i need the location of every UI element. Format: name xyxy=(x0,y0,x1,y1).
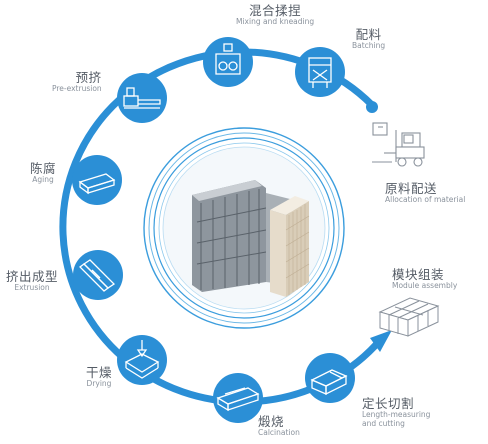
label-cutting-en: Length-measuring xyxy=(362,410,431,420)
label-allocation-en: Allocation of material xyxy=(385,195,466,205)
label-drying: 干燥 Drying xyxy=(86,366,112,389)
label-calcination-en: Calcination xyxy=(258,428,300,438)
batching-bin-icon xyxy=(308,57,332,88)
label-batching-en: Batching xyxy=(352,41,386,51)
label-aging: 陈腐 Aging xyxy=(30,162,56,185)
label-cutting-en2: and cutting xyxy=(362,419,405,428)
step-calcination xyxy=(213,373,263,423)
label-extrusion-en: Extrusion xyxy=(14,283,50,293)
step-extrusion xyxy=(73,250,123,300)
label-batching-cn: 配料 xyxy=(355,28,382,42)
label-extrusion: 挤出成型 Extrusion xyxy=(6,270,58,293)
label-calcination: 煅烧 Calcination xyxy=(258,415,300,438)
ring-arrowhead xyxy=(370,330,392,352)
label-aging-cn: 陈腐 xyxy=(30,162,57,176)
extrusion-icon xyxy=(79,259,116,292)
label-module-assembly-cn: 模块组装 xyxy=(392,268,445,282)
label-pre-extrusion-cn: 预挤 xyxy=(75,71,102,85)
step-batching xyxy=(295,47,345,97)
label-allocation-cn: 原料配送 xyxy=(385,182,438,196)
label-drying-en: Drying xyxy=(86,379,112,389)
dryer-icon xyxy=(124,340,160,379)
label-cutting: 定长切割 Length-measuring and cutting xyxy=(362,397,430,429)
label-drying-cn: 干燥 xyxy=(86,366,113,380)
label-mixing: 混合揉捏 Mixing and kneading xyxy=(236,4,314,27)
aging-icon xyxy=(78,173,116,195)
forklift-icon xyxy=(372,122,425,167)
mixer-icon xyxy=(215,43,241,75)
label-aging-en: Aging xyxy=(32,175,54,185)
label-allocation: 原料配送 Allocation of material xyxy=(385,182,465,205)
label-pre-extrusion: 预挤 Pre-extrusion xyxy=(52,71,102,94)
label-mixing-cn: 混合揉捏 xyxy=(249,4,302,18)
label-module-assembly: 模块组装 Module assembly xyxy=(392,268,457,291)
step-drying xyxy=(117,335,167,385)
step-aging xyxy=(72,155,122,205)
catalyst-module-image xyxy=(192,180,310,297)
step-mixing xyxy=(203,37,253,87)
step-cutting xyxy=(305,353,355,403)
label-calcination-cn: 煅烧 xyxy=(258,415,285,429)
label-batching: 配料 Batching xyxy=(352,28,385,51)
label-cutting-cn: 定长切割 xyxy=(362,397,415,411)
step-pre-extrusion xyxy=(117,73,167,123)
kiln-icon xyxy=(216,387,260,412)
module-blocks-icon xyxy=(378,297,440,337)
ring-end-dot xyxy=(366,101,378,113)
label-module-assembly-en: Module assembly xyxy=(392,281,458,291)
cutting-icon xyxy=(310,369,348,396)
label-pre-extrusion-en: Pre-extrusion xyxy=(52,84,102,94)
label-extrusion-cn: 挤出成型 xyxy=(6,270,59,284)
pre-extrusion-icon xyxy=(123,87,161,109)
label-mixing-en: Mixing and kneading xyxy=(236,17,315,27)
